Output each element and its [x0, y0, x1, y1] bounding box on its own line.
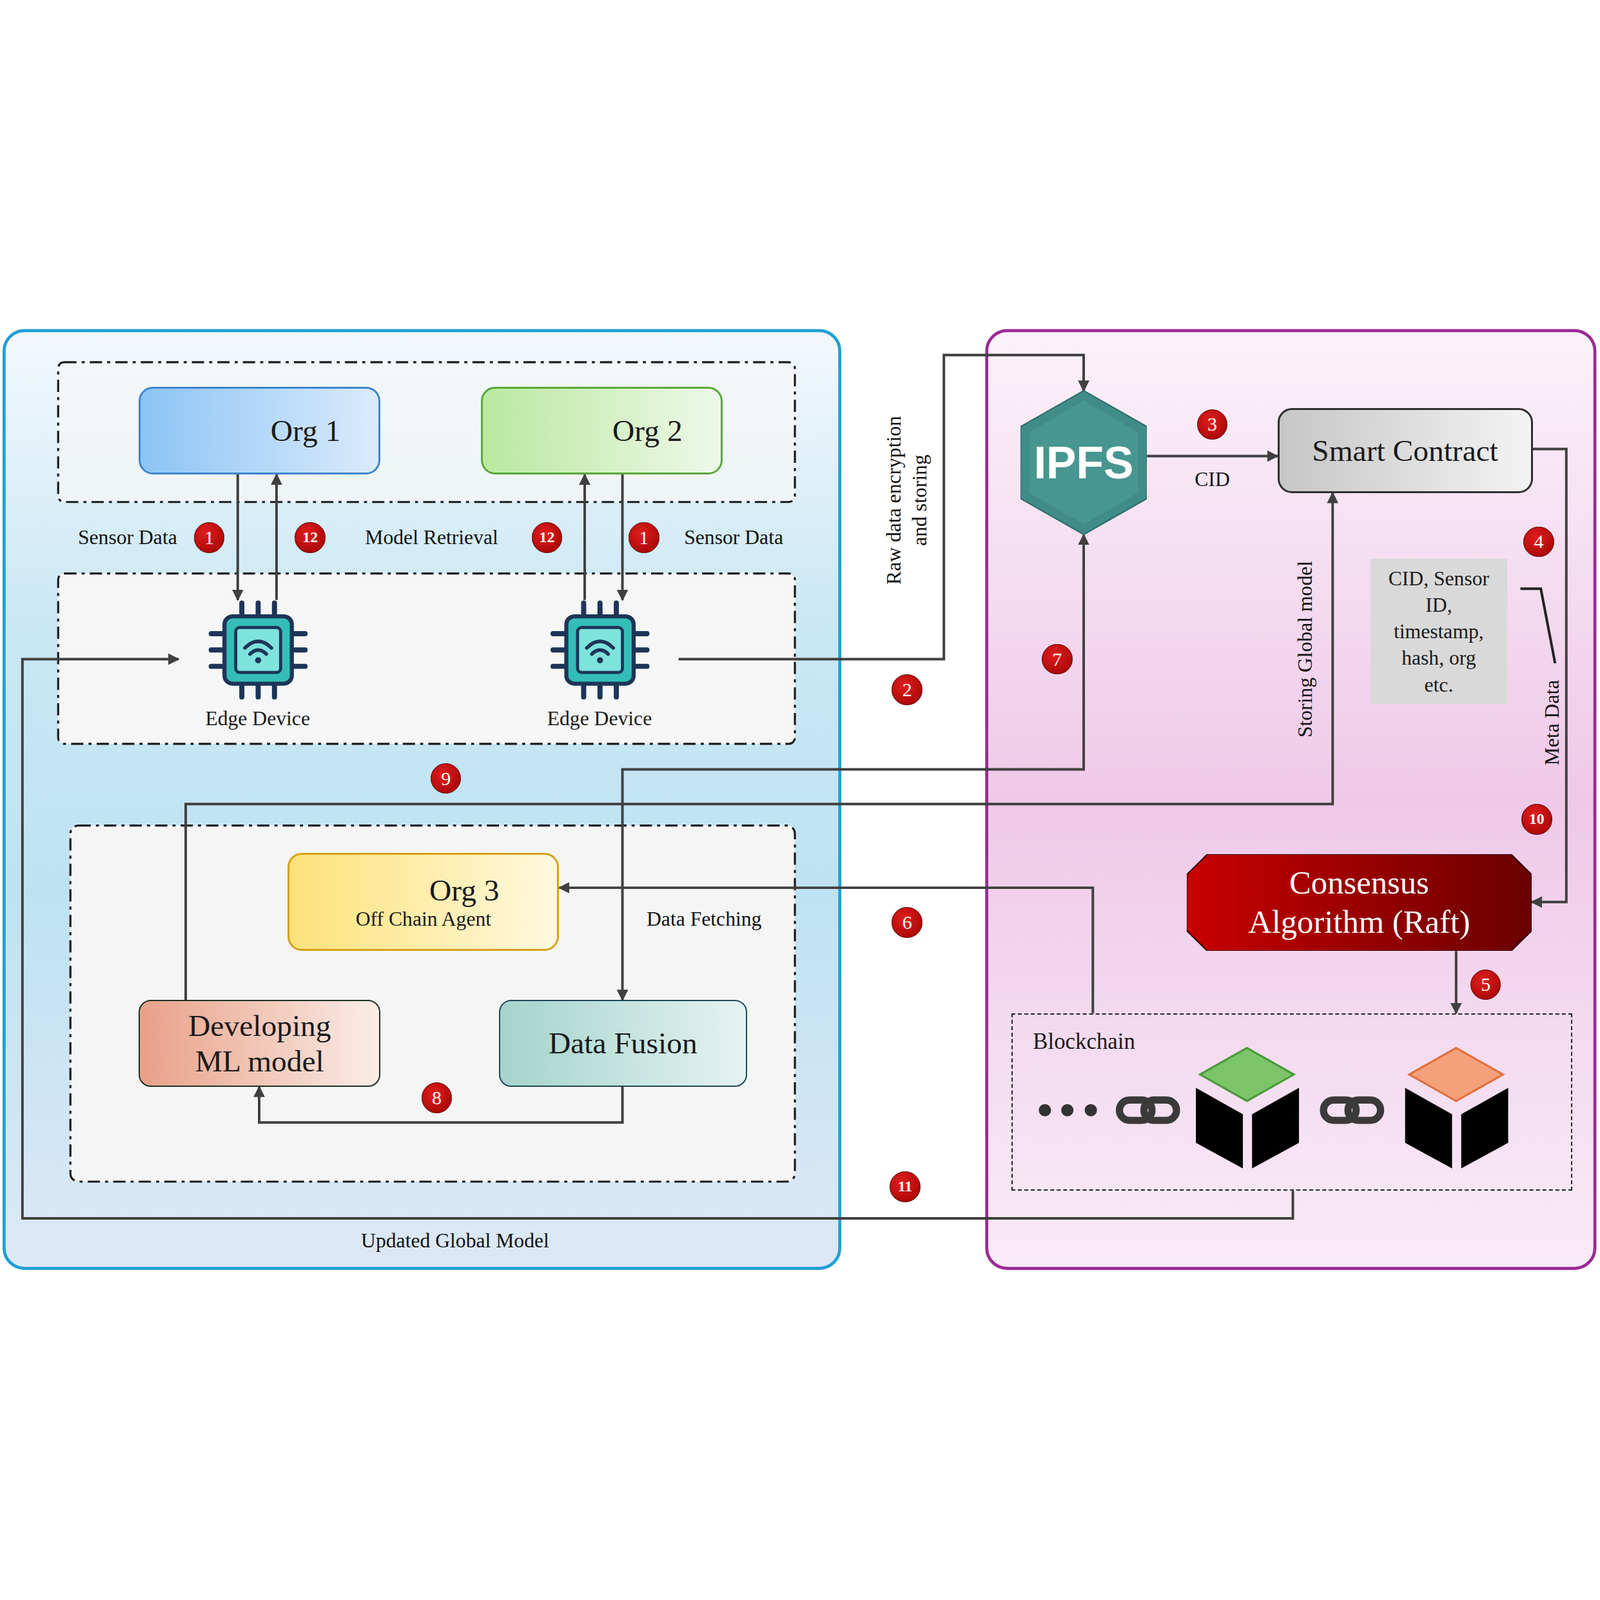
- node-title: Edge Device: [547, 707, 653, 731]
- edge-label: Meta Data: [1539, 666, 1566, 779]
- node-title: Data Fusion: [548, 1025, 698, 1062]
- node-title: Org 2: [612, 413, 683, 449]
- dashed-group: [70, 825, 795, 1182]
- left-panel: [3, 330, 840, 1269]
- node-title: CID, Sensor ID, timestamp, hash, org etc…: [1384, 565, 1493, 699]
- edge-label: Sensor Data: [61, 524, 195, 551]
- edge-label: Data Fetching: [632, 906, 776, 933]
- edge-label: Sensor Data: [667, 524, 800, 551]
- process-box: Developing ML model: [138, 999, 381, 1087]
- chain-link: [1323, 1099, 1381, 1121]
- chain-link: [1119, 1099, 1177, 1121]
- node-subtitle: Off Chain Agent: [355, 907, 492, 931]
- node-title: Developing ML model: [170, 1008, 349, 1079]
- callout-number: 8: [421, 1082, 452, 1113]
- edge-device: Edge Device: [520, 600, 679, 733]
- callout-number: 6: [891, 907, 922, 938]
- block-cube: [1200, 1048, 1295, 1102]
- process-box: Data Fusion: [498, 999, 748, 1087]
- callout-number: 12: [294, 522, 325, 553]
- chip-icon: [553, 602, 648, 697]
- octagon-outline: [1186, 854, 1532, 951]
- edge-label: Storing Global model: [1292, 536, 1319, 762]
- connector-arrow: [1146, 455, 1278, 458]
- node-title: Smart Contract: [1311, 433, 1499, 469]
- right-panel: [986, 330, 1595, 1269]
- block-cube: [1195, 1087, 1243, 1169]
- connector-arrow: [622, 534, 1084, 1000]
- hexagon-outline: [1020, 390, 1147, 535]
- ipfs-hexagon: IPFS: [1020, 390, 1147, 535]
- hexagon-facet: [1029, 400, 1139, 525]
- connector-arrow: [583, 474, 586, 601]
- chain-dots: [1084, 1104, 1098, 1117]
- node-title: Consensus Algorithm (Raft): [1227, 863, 1491, 942]
- edge-label: Model Retrieval: [350, 524, 514, 551]
- connector-arrow: [236, 474, 240, 601]
- callout-number: 1: [628, 522, 659, 553]
- block-cube: [1409, 1048, 1504, 1102]
- org-box: Org 2: [480, 386, 723, 475]
- callout-number: 10: [1521, 803, 1552, 835]
- chain-link: [1347, 1099, 1381, 1121]
- chip-icon: [211, 602, 306, 697]
- connector-arrow: [678, 355, 1084, 660]
- callout-number: 4: [1523, 526, 1554, 557]
- edge-label: Updated Global Model: [332, 1228, 578, 1254]
- connector-arrow: [1454, 950, 1458, 1014]
- callout-number: 11: [889, 1171, 920, 1202]
- node-title: Org 1: [270, 413, 342, 449]
- callout-number: 1: [194, 522, 225, 553]
- metadata-box: CID, Sensor ID, timestamp, hash, org etc…: [1370, 558, 1508, 704]
- connector-arrow: [185, 493, 1333, 1001]
- block-cube: [1251, 1087, 1299, 1169]
- chain-link: [1143, 1099, 1177, 1121]
- chain-dots: [1061, 1104, 1074, 1117]
- smart-contract-box: Smart Contract: [1277, 408, 1533, 493]
- connector-arrow: [22, 659, 1294, 1219]
- org-box: Org 1: [138, 386, 381, 475]
- org-box: Org 3Off Chain Agent: [287, 852, 559, 951]
- edge-label: Raw data encryption and storing: [881, 400, 933, 600]
- node-title: Org 3: [347, 872, 499, 909]
- callout-number: 3: [1197, 409, 1228, 440]
- node-title: Blockchain: [1032, 1028, 1136, 1055]
- block-cube: [1405, 1087, 1453, 1169]
- callout-number: 7: [1041, 643, 1073, 675]
- connector-arrow: [275, 474, 278, 601]
- block-cube: [1195, 1048, 1299, 1169]
- dashed-group: [58, 362, 795, 503]
- callout-number: 12: [531, 522, 563, 553]
- node-title: Edge Device: [204, 707, 311, 731]
- block-cube: [1461, 1087, 1509, 1169]
- consensus-box: Consensus Algorithm (Raft): [1186, 854, 1532, 951]
- blockchain-box: Blockchain: [1011, 1013, 1573, 1191]
- chain-dots: [1038, 1104, 1097, 1117]
- node-title: IPFS: [1034, 437, 1134, 489]
- edge-device: Edge Device: [178, 600, 337, 733]
- edge-label: CID: [1181, 466, 1243, 493]
- callout-number: 2: [891, 674, 922, 705]
- connector-arrow: [621, 474, 625, 601]
- chain-dots: [1038, 1104, 1051, 1117]
- connector-arrow: [558, 887, 1093, 1014]
- leader-line: [1520, 588, 1556, 664]
- block-cube: [1405, 1048, 1509, 1169]
